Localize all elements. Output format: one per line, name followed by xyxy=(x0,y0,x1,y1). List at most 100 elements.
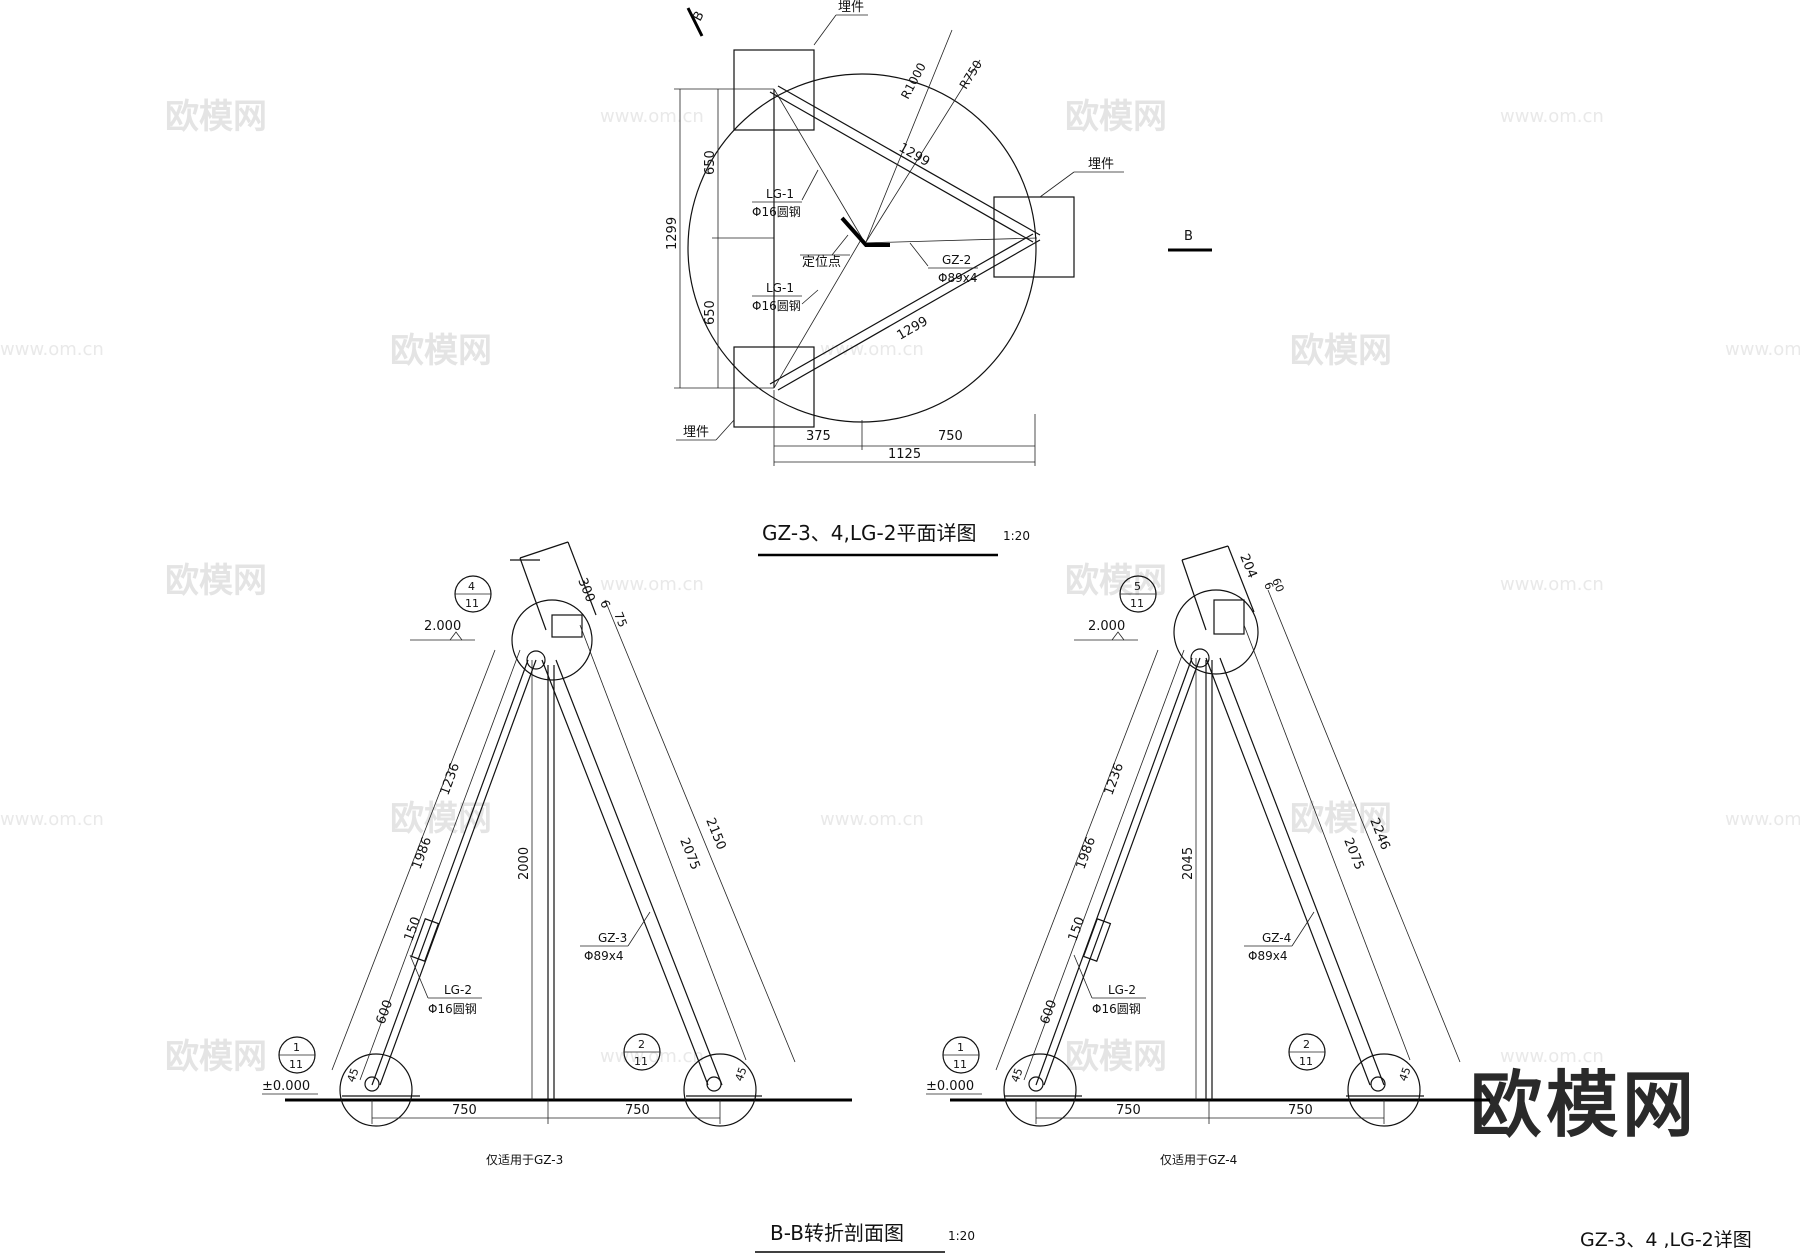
dim-600-right: 600 xyxy=(1038,998,1061,1026)
locating-leader xyxy=(831,234,849,256)
callout-top-left-num: 4 xyxy=(468,580,475,593)
embed-leader-top xyxy=(813,14,837,46)
locating-point-label: 定位点 xyxy=(802,255,841,270)
lg1-leader-top xyxy=(801,169,819,201)
elev-top-arrow-left xyxy=(449,631,463,641)
watermark-brand: 欧模网 xyxy=(1065,561,1167,601)
gz3-leader xyxy=(627,911,651,947)
callout-bl-left-num: 1 xyxy=(293,1041,300,1054)
bottom-detail-circle-left-r xyxy=(1003,1053,1077,1127)
radius-leader-r750 xyxy=(865,59,981,243)
callout-top-left-den: 11 xyxy=(465,597,479,610)
gz2-name: GZ-2 xyxy=(942,253,971,267)
top-extension-r3 xyxy=(1227,545,1255,613)
watermark-url: www.om.cn xyxy=(820,809,924,830)
plan-member-bottom2 xyxy=(769,233,1034,385)
watermark-brand: 欧模网 xyxy=(390,331,492,371)
lg2-turnbuckle xyxy=(410,918,440,962)
lg2-name-right: LG-2 xyxy=(1108,983,1136,997)
plan-circle-r1000 xyxy=(687,73,1037,423)
gz4-line-2 xyxy=(1219,657,1385,1086)
lg2-leader-left xyxy=(409,954,429,999)
gz2-spec: Φ89x4 xyxy=(938,271,977,285)
watermark-layer: 欧模网 www.om.cn 欧模网 www.om.cn www.om.cn 欧模… xyxy=(0,97,1800,1147)
locating-point-mark xyxy=(840,216,890,247)
dim-45-right-b: 45 xyxy=(1397,1065,1414,1083)
embed-label-bottom: 埋件 xyxy=(683,425,709,440)
callout-bl-right-num: 1 xyxy=(957,1041,964,1054)
watermark-brand: 欧模网 xyxy=(1065,97,1167,137)
dim-300-left: 300 xyxy=(574,576,597,605)
lg2-right-line2 xyxy=(1043,657,1201,1086)
callout-br-right-den: 11 xyxy=(1299,1055,1313,1068)
label-r750: R750 xyxy=(957,58,985,92)
watermark-url: www.om.cn xyxy=(1500,106,1604,127)
dim-line-1236-left xyxy=(359,649,521,1081)
section-label-right: B xyxy=(1184,229,1193,244)
gz3-spec: Φ89x4 xyxy=(584,949,623,963)
callout-top-right-num: 5 xyxy=(1134,580,1141,593)
watermark-brand: 欧模网 xyxy=(165,97,267,137)
dim-line-1986-left xyxy=(331,649,496,1071)
top-detail-circle xyxy=(511,599,593,681)
lg2-turnbuckle-r xyxy=(1082,918,1112,962)
watermark-brand: 欧模网 xyxy=(390,799,492,839)
dim-45-left-b: 45 xyxy=(733,1065,750,1083)
gz2-leader xyxy=(909,242,929,267)
section-title: B-B转折剖面图 xyxy=(770,1221,904,1245)
top-pin-circle xyxy=(526,650,546,670)
dim-1986-right: 1986 xyxy=(1074,835,1099,871)
top-extension-r1 xyxy=(1181,545,1229,561)
gz4-line-1 xyxy=(1205,657,1371,1086)
top-extension-2 xyxy=(519,557,547,631)
top-pin-circle-r xyxy=(1190,648,1210,668)
gz4-leader xyxy=(1291,911,1315,947)
lg2-right-line xyxy=(1035,657,1193,1086)
elev-base-left: ±0.000 xyxy=(262,1079,310,1094)
top-extension-r2 xyxy=(1181,559,1207,631)
section-view-right: 204 6 60 2246 2075 2045 1236 1986 150 60… xyxy=(926,545,1490,1167)
top-plate xyxy=(551,614,583,638)
watermark-brand: 欧模网 xyxy=(165,561,267,601)
dim-600-left: 600 xyxy=(374,998,397,1026)
dim-1125: 1125 xyxy=(888,447,921,462)
dim-6-right: 6 xyxy=(1261,580,1276,591)
watermark-url: www.om.cn xyxy=(820,339,924,360)
callout-top-right-den: 11 xyxy=(1130,597,1144,610)
watermark-url: www.om.cn xyxy=(1725,339,1800,360)
dim-line-2075-right xyxy=(1243,624,1411,1061)
top-detail-circle-r xyxy=(1173,589,1259,675)
embed-label-top: 埋件 xyxy=(838,0,864,15)
dim-375: 375 xyxy=(806,429,831,444)
dim-750-right-b: 750 xyxy=(1288,1103,1313,1118)
dim-750-left-a: 750 xyxy=(452,1103,477,1118)
lg1-leader-bottom xyxy=(801,289,819,305)
lg2-left-line xyxy=(371,659,529,1086)
bottom-pin-right-r xyxy=(1370,1076,1386,1092)
dim-2000-left: 2000 xyxy=(517,847,532,880)
watermark-url: www.om.cn xyxy=(600,1046,704,1067)
dim-line-1236-right xyxy=(1023,649,1185,1081)
lg2-name-left: LG-2 xyxy=(444,983,472,997)
section-view-left: 300 6 75 2150 2075 2000 1236 1986 150 60… xyxy=(262,541,852,1167)
dim-1986-left: 1986 xyxy=(410,835,435,871)
top-extension-1 xyxy=(519,541,569,559)
dim-750-right-a: 750 xyxy=(1116,1103,1141,1118)
elev-top-arrow-right xyxy=(1111,631,1125,641)
watermark-brand: 欧模网 xyxy=(1290,331,1392,371)
elev-top-right: 2.000 xyxy=(1088,619,1125,634)
watermark-url: www.om.cn xyxy=(1500,1046,1604,1067)
dim-2045-right: 2045 xyxy=(1181,847,1196,880)
dim-2075-right: 2075 xyxy=(1340,836,1366,872)
bottom-detail-circle-right xyxy=(683,1053,757,1127)
plan-member-top2 xyxy=(769,91,1034,243)
label-r1000: R1000 xyxy=(898,60,929,101)
gz3-line-1 xyxy=(541,659,709,1086)
callout-br-left-num: 2 xyxy=(638,1038,645,1051)
dim-650-bottom: 650 xyxy=(703,300,718,325)
dim-1299-vertical: 1299 xyxy=(665,217,680,250)
watermark-url: www.om.cn xyxy=(600,106,704,127)
top-extension-3 xyxy=(567,541,597,616)
elev-base-right: ±0.000 xyxy=(926,1079,974,1094)
callout-bl-right-den: 11 xyxy=(953,1058,967,1071)
